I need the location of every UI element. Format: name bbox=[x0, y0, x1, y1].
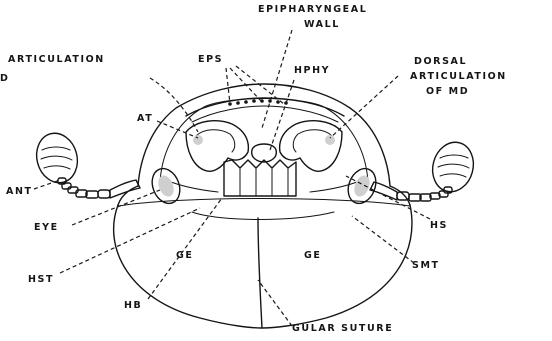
mandible-right-condyle bbox=[325, 135, 335, 145]
dorsal-inner-rim bbox=[160, 99, 368, 183]
leader-epipharyngeal bbox=[262, 30, 292, 128]
genal-margin bbox=[118, 199, 410, 207]
label-of-md: OF MD bbox=[426, 86, 469, 97]
label-eye: EYE bbox=[34, 222, 59, 233]
leader-articulation-left bbox=[150, 78, 198, 132]
antenna-right-rings bbox=[438, 155, 469, 177]
antenna-right-stalk bbox=[370, 182, 452, 201]
label-epipharyngeal-wall: WALL bbox=[304, 19, 340, 30]
leader-hst bbox=[60, 208, 200, 273]
label-ant: ANT bbox=[6, 186, 33, 197]
eye-right-lens bbox=[351, 173, 372, 199]
leader-hb bbox=[148, 198, 222, 299]
label-hphy: HPHY bbox=[294, 65, 330, 76]
label-smt: SMT bbox=[412, 260, 440, 271]
eye-left-lens bbox=[155, 173, 176, 199]
head-capsule-outline bbox=[114, 205, 412, 328]
antenna-left-stalk bbox=[58, 178, 140, 198]
label-at: AT bbox=[137, 113, 153, 124]
antennae bbox=[31, 129, 479, 201]
leader-ant bbox=[34, 180, 60, 189]
label-dorsal-articulation: ARTICULATION bbox=[410, 71, 507, 82]
head-capsule bbox=[114, 186, 412, 328]
leader-hs bbox=[346, 176, 430, 219]
mandible-left bbox=[186, 121, 248, 172]
label-ge-right: GE bbox=[304, 250, 322, 261]
leader-eps-2 bbox=[230, 68, 262, 102]
leader-gular bbox=[258, 280, 292, 326]
label-dorsal: DORSAL bbox=[414, 56, 467, 67]
label-gular-suture: GULAR SUTURE bbox=[292, 323, 393, 334]
capsule-side-right bbox=[390, 186, 410, 205]
label-ge-left: GE bbox=[176, 250, 194, 261]
hypostomal-bridge-arc bbox=[192, 212, 334, 220]
gular-suture-line bbox=[258, 218, 262, 328]
mandible-left-condyle bbox=[193, 135, 203, 145]
mandible-right bbox=[280, 121, 342, 172]
label-hst: HST bbox=[28, 274, 54, 285]
labium-outline bbox=[224, 160, 296, 196]
leader-lines bbox=[34, 30, 430, 326]
label-hs: HS bbox=[430, 220, 448, 231]
hypostoma-right bbox=[310, 180, 362, 192]
mandibles bbox=[186, 121, 342, 172]
antenna-right-club bbox=[427, 138, 479, 197]
leader-eps-1 bbox=[226, 68, 230, 104]
hypostoma-left bbox=[166, 180, 218, 192]
dorsal-dome bbox=[138, 84, 390, 186]
label-articulation: ARTICULATION bbox=[8, 54, 105, 65]
antenna-left-rings bbox=[41, 147, 72, 169]
label-hb: HB bbox=[124, 300, 142, 311]
leader-dorsal bbox=[330, 76, 398, 138]
labium-block bbox=[166, 160, 362, 196]
epipharyngeal-band bbox=[186, 98, 344, 116]
label-eps: EPS bbox=[198, 54, 223, 65]
label-articulation-cont: D bbox=[0, 73, 10, 84]
label-epipharyngeal: EPIPHARYNGEAL bbox=[258, 4, 367, 15]
antenna-left-club bbox=[31, 129, 83, 188]
leader-at bbox=[157, 121, 198, 138]
dorsal-capsule bbox=[138, 84, 390, 186]
